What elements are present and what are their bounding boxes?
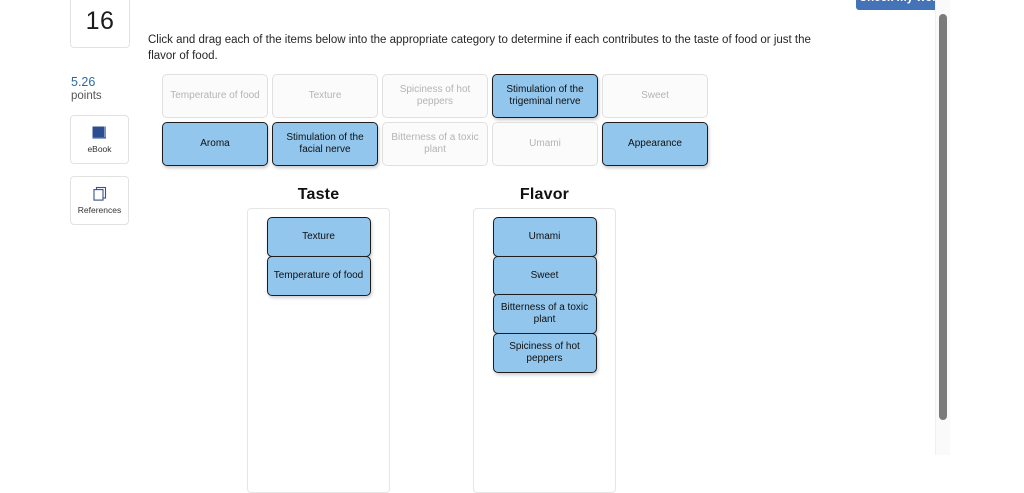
book-icon	[91, 125, 108, 141]
page-scrollbar-thumb[interactable]	[939, 14, 947, 420]
draggable-tile: Texture	[272, 74, 378, 118]
ebook-button[interactable]: eBook	[70, 115, 129, 164]
check-my-work-button[interactable]: Check my work	[856, 0, 946, 10]
references-label: References	[77, 205, 122, 215]
points-value: 5.26	[71, 75, 96, 89]
dropped-tile[interactable]: Umami	[492, 217, 597, 257]
draggable-tile[interactable]: Stimulation of the facial nerve	[272, 122, 378, 166]
draggable-tile: Sweet	[602, 74, 708, 118]
draggable-tile[interactable]: Appearance	[602, 122, 708, 166]
ebook-label: eBook	[87, 144, 112, 154]
dropped-tile[interactable]: Spiciness of hot peppers	[492, 332, 597, 373]
dropped-tile[interactable]: Bitterness of a toxic plant	[492, 294, 597, 334]
draggable-tile: Bitterness of a toxic plant	[382, 122, 488, 166]
question-prompt: Click and drag each of the items below i…	[148, 34, 811, 62]
page-scrollbar[interactable]	[935, 0, 950, 455]
category-title: Taste	[297, 186, 340, 203]
question-rail: 16 5.26 points eBook References	[70, 0, 132, 225]
draggable-tile: Spiciness of hot peppers	[382, 74, 488, 118]
question-number: 16	[85, 6, 115, 35]
draggable-tile[interactable]: Aroma	[162, 122, 268, 166]
dropped-tile[interactable]: Sweet	[492, 255, 597, 296]
points-label: points	[71, 90, 102, 102]
dropped-tile[interactable]: Texture	[266, 217, 371, 257]
draggable-tile: Temperature of food	[162, 74, 268, 118]
category-title: Flavor	[519, 186, 570, 203]
stacked-pages-icon	[91, 186, 108, 202]
points-block: 5.26 points	[71, 75, 132, 103]
draggable-tile[interactable]: Stimulation of the trigeminal nerve	[492, 74, 598, 118]
dropped-tile[interactable]: Temperature of food	[266, 255, 371, 296]
question-number-card: 16	[70, 0, 130, 48]
draggable-tile: Umami	[492, 122, 598, 166]
references-button[interactable]: References	[70, 176, 129, 225]
